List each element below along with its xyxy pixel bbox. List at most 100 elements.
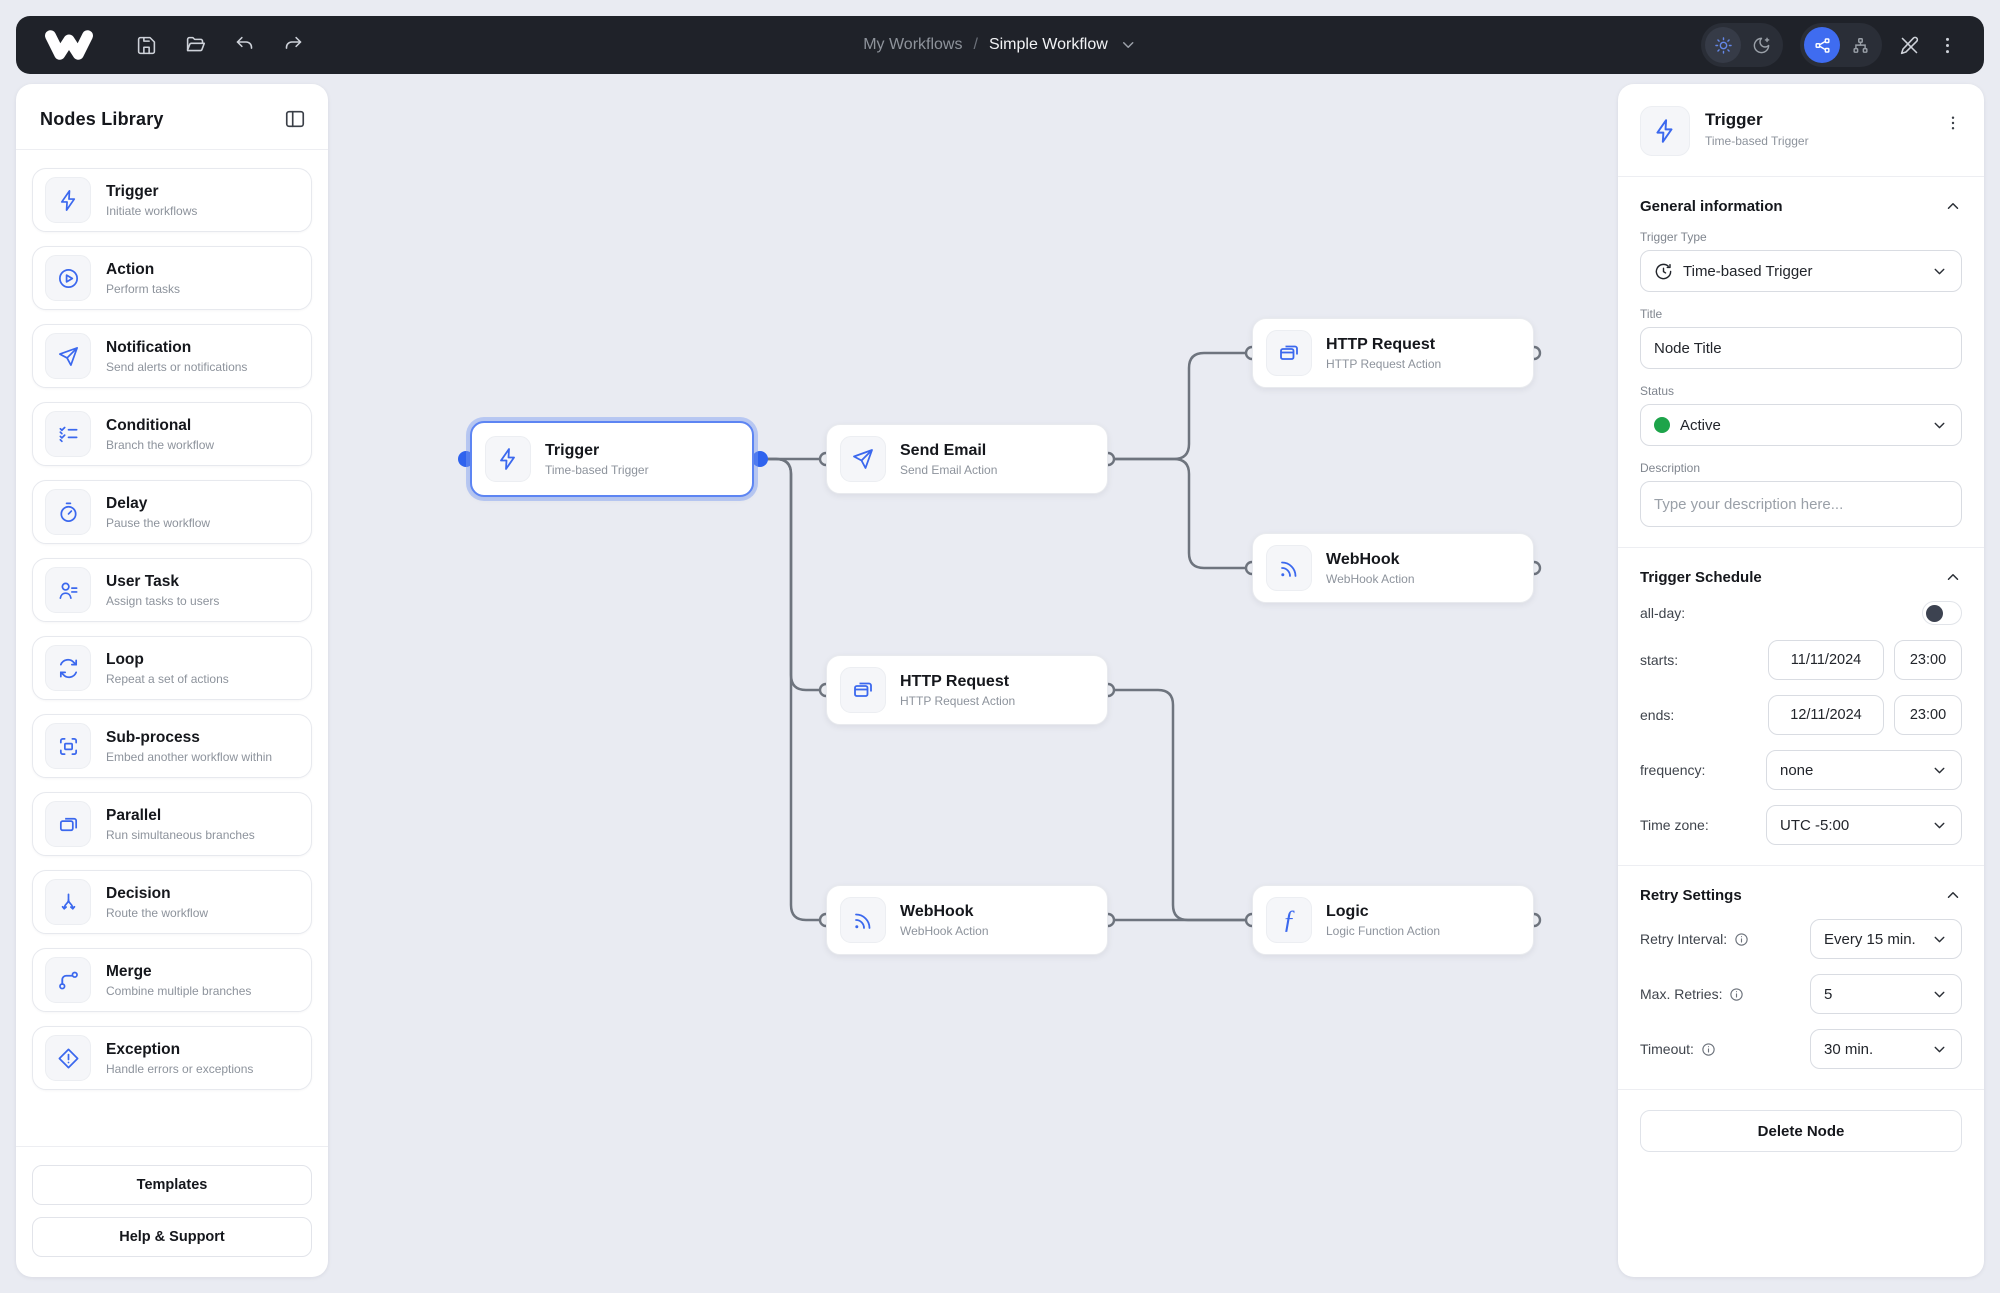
templates-button[interactable]: Templates xyxy=(32,1165,312,1205)
inspector-header: Trigger Time-based Trigger xyxy=(1640,106,1962,156)
node-inspector-panel: Trigger Time-based Trigger General infor… xyxy=(1618,84,1984,1277)
chevron-up-icon[interactable] xyxy=(1944,568,1962,586)
status-select[interactable]: Active xyxy=(1640,404,1962,446)
webhook-icon xyxy=(1266,545,1312,591)
timezone-row: Time zone: UTC -5:00 xyxy=(1640,805,1962,845)
decision-icon xyxy=(45,879,91,925)
sidebar-title: Nodes Library xyxy=(40,108,164,129)
layout-vertical-icon[interactable] xyxy=(1842,27,1878,63)
item-desc: Assign tasks to users xyxy=(106,593,220,608)
timeout-row: Timeout: 30 min. xyxy=(1640,1029,1962,1069)
description-input[interactable] xyxy=(1640,481,1962,527)
max-retries-select[interactable]: 5 xyxy=(1810,974,1962,1014)
ends-time-input[interactable]: 23:00 xyxy=(1894,695,1962,735)
parallel-icon xyxy=(45,801,91,847)
info-icon[interactable] xyxy=(1734,932,1749,947)
section-title: Trigger Schedule xyxy=(1640,568,1762,586)
breadcrumb: My Workflows / Simple Workflow xyxy=(863,36,1137,54)
description-label: Description xyxy=(1640,461,1701,475)
starts-time-input[interactable]: 23:00 xyxy=(1894,640,1962,680)
checklist-icon xyxy=(45,411,91,457)
ends-date-input[interactable]: 12/11/2024 xyxy=(1768,695,1884,735)
retry-interval-label: Retry Interval: xyxy=(1640,931,1810,947)
node-title: Send Email xyxy=(900,441,987,459)
all-day-toggle[interactable] xyxy=(1922,601,1962,625)
status-label: Status xyxy=(1640,384,1675,398)
trigger-type-select[interactable]: Time-based Trigger xyxy=(1640,250,1962,292)
undo-icon[interactable] xyxy=(234,35,255,56)
starts-date-input[interactable]: 11/11/2024 xyxy=(1768,640,1884,680)
info-icon[interactable] xyxy=(1729,987,1744,1002)
chevron-down-icon xyxy=(1931,417,1948,434)
panel-collapse-icon[interactable] xyxy=(284,108,306,130)
node-title: WebHook xyxy=(900,902,974,920)
chevron-up-icon[interactable] xyxy=(1944,197,1962,215)
node-title: Trigger xyxy=(545,441,600,459)
inspector-subtitle: Time-based Trigger xyxy=(1705,134,1809,148)
kebab-menu-icon[interactable] xyxy=(1937,35,1958,56)
help-support-button[interactable]: Help & Support xyxy=(32,1217,312,1257)
save-icon[interactable] xyxy=(136,35,157,56)
sun-icon[interactable] xyxy=(1705,27,1741,63)
breadcrumb-parent[interactable]: My Workflows xyxy=(863,36,963,53)
status-value: Active xyxy=(1680,416,1721,434)
item-label: Loop xyxy=(106,650,144,668)
node-port-selected[interactable] xyxy=(752,451,768,467)
breadcrumb-current: Simple Workflow xyxy=(988,36,1108,53)
folder-open-icon[interactable] xyxy=(185,35,206,56)
item-label: User Task xyxy=(106,572,179,590)
retry-interval-select[interactable]: Every 15 min. xyxy=(1810,919,1962,959)
delete-node-button[interactable]: Delete Node xyxy=(1640,1110,1962,1152)
node-title-input[interactable] xyxy=(1640,327,1962,369)
edit-off-icon[interactable] xyxy=(1899,35,1920,56)
zap-icon xyxy=(485,436,531,482)
moon-icon[interactable] xyxy=(1743,27,1779,63)
frequency-value: none xyxy=(1780,761,1814,779)
timeout-select[interactable]: 30 min. xyxy=(1810,1029,1962,1069)
frequency-select[interactable]: none xyxy=(1766,750,1962,790)
trigger-type-value: Time-based Trigger xyxy=(1683,262,1813,280)
ends-label: ends: xyxy=(1640,707,1675,723)
node-title: WebHook xyxy=(1326,550,1400,568)
webhook-icon xyxy=(840,897,886,943)
item-desc: Run simultaneous branches xyxy=(106,827,255,842)
divider xyxy=(1618,865,1984,866)
chevron-down-icon xyxy=(1931,762,1948,779)
retry-interval-value: Every 15 min. xyxy=(1824,930,1916,948)
kebab-menu-icon[interactable] xyxy=(1944,114,1962,132)
chevron-down-icon[interactable] xyxy=(1119,36,1137,54)
info-icon[interactable] xyxy=(1701,1042,1716,1057)
node-subtitle: Send Email Action xyxy=(900,462,998,477)
redo-icon[interactable] xyxy=(283,35,304,56)
chevron-up-icon[interactable] xyxy=(1944,886,1962,904)
layout-horizontal-icon[interactable] xyxy=(1804,27,1840,63)
timezone-select[interactable]: UTC -5:00 xyxy=(1766,805,1962,845)
timezone-value: UTC -5:00 xyxy=(1780,816,1850,834)
item-desc: Pause the workflow xyxy=(106,515,211,530)
item-label: Sub-process xyxy=(106,728,200,746)
node-subtitle: Time-based Trigger xyxy=(545,462,649,477)
http-icon xyxy=(1266,330,1312,376)
item-desc: Combine multiple branches xyxy=(106,983,252,998)
node-subtitle: HTTP Request Action xyxy=(1326,356,1442,371)
